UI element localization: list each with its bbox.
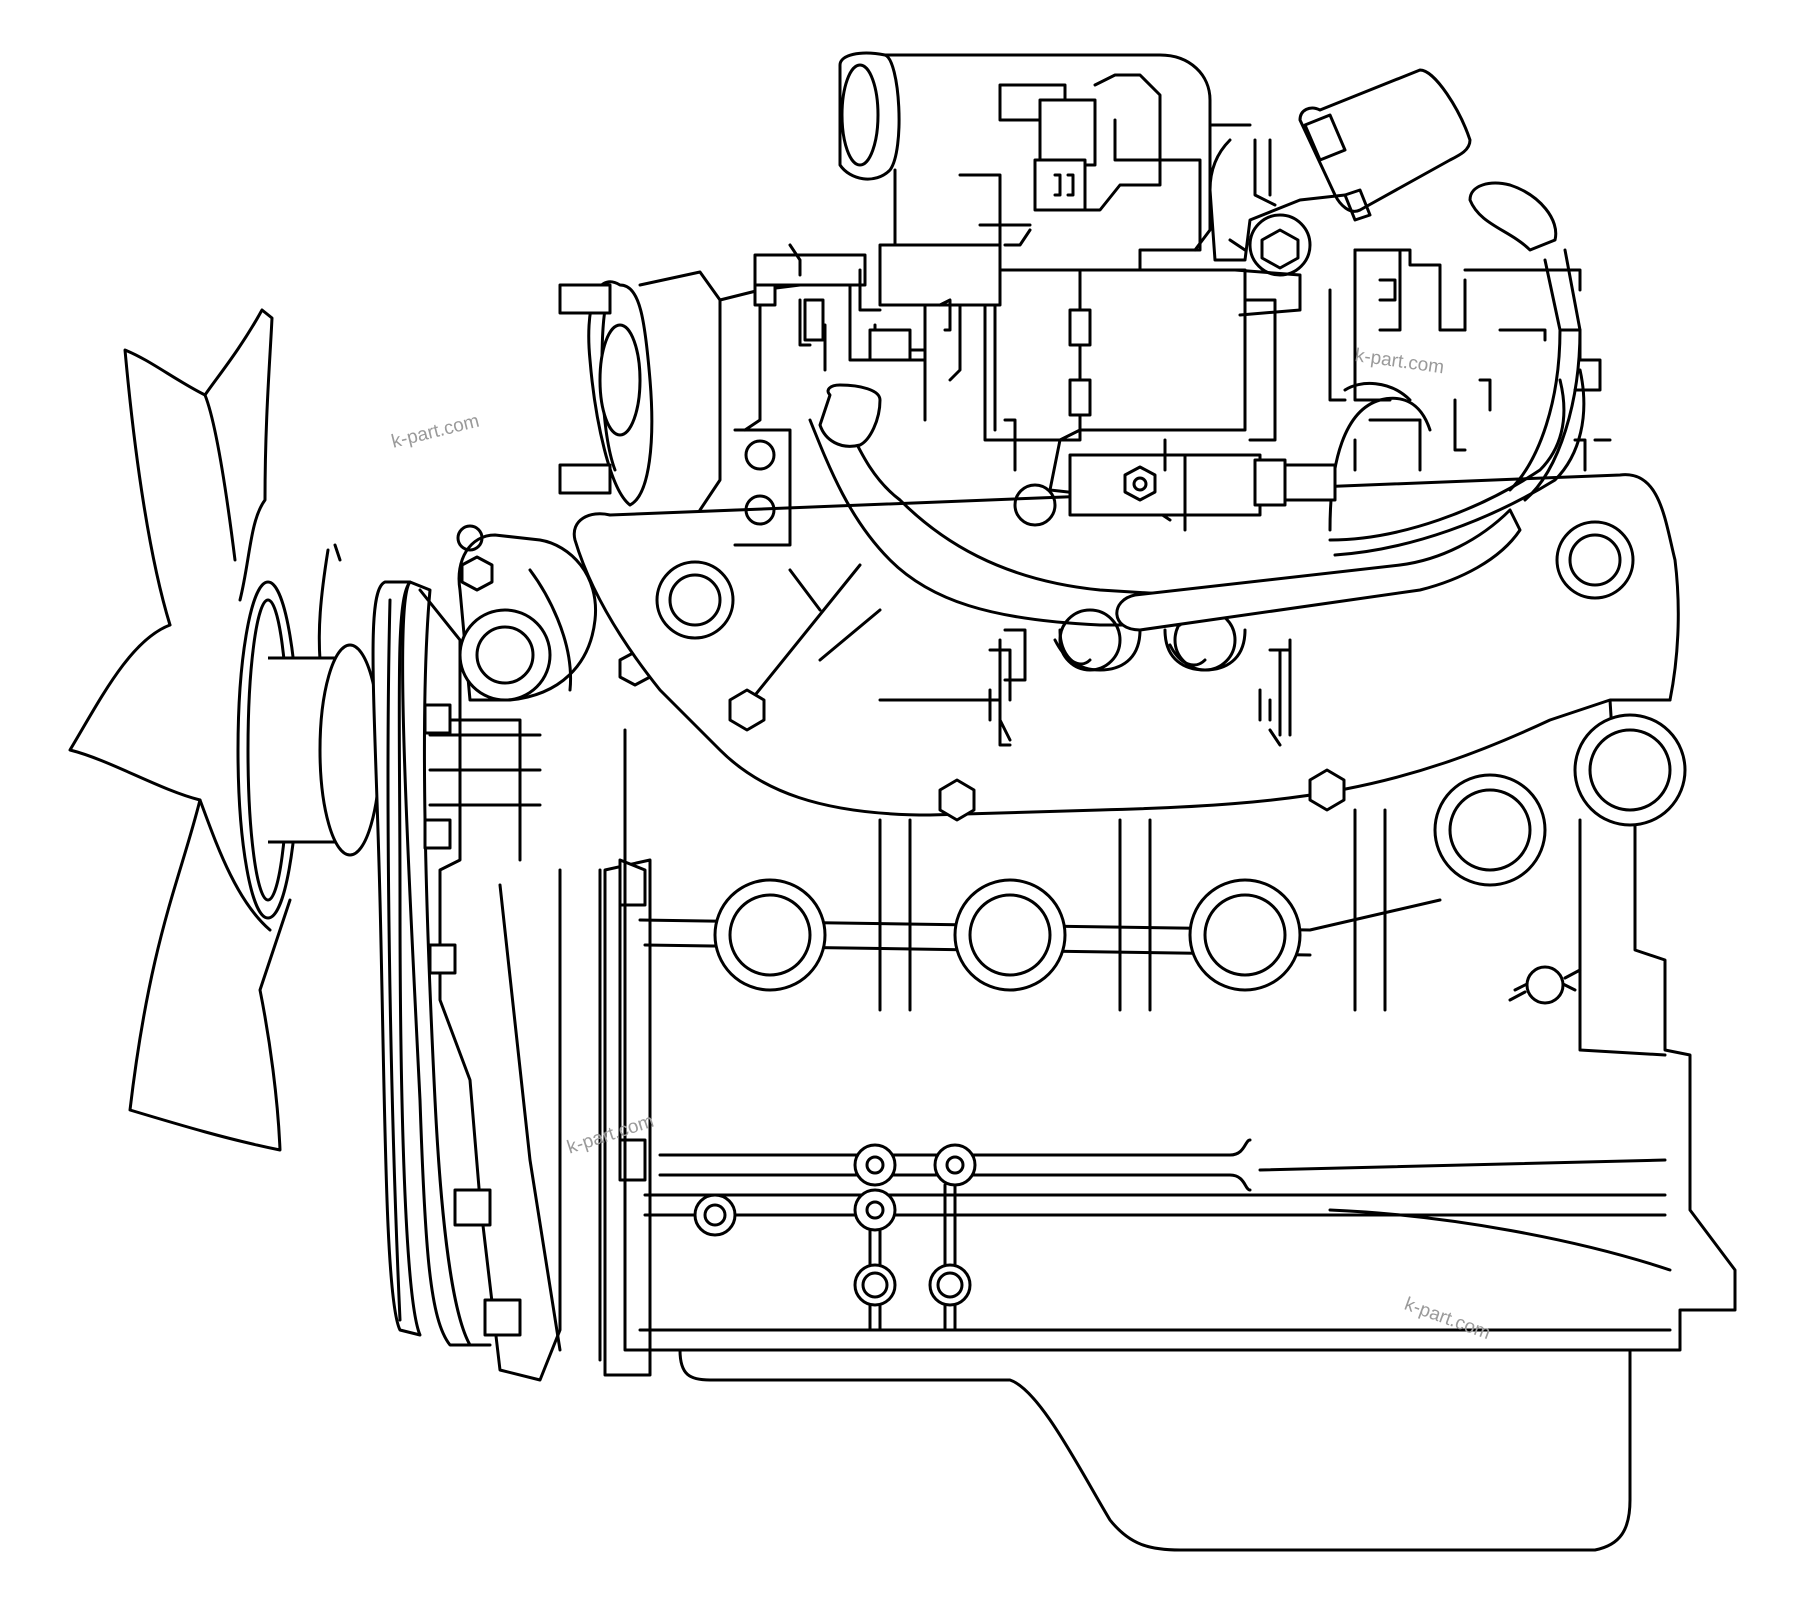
carburetor [838, 51, 1472, 527]
runner-pipes [808, 181, 1586, 632]
bolt-head [423, 703, 452, 735]
water-pump-boss [458, 608, 552, 702]
radiator-fan [68, 308, 382, 1152]
manifold-gaskets [998, 628, 1292, 747]
thermostat-housing [558, 270, 802, 547]
fan-pulley-boss [318, 643, 382, 857]
drain-cock [1525, 965, 1565, 1005]
engine-block [623, 698, 1737, 1352]
manifold-port-1 [655, 560, 735, 640]
throttle-position-sensor [1298, 68, 1472, 213]
intake-manifold [528, 473, 1680, 822]
timing-cover [418, 588, 602, 1382]
spark-plug-boot [1468, 181, 1558, 252]
nipple-lower [558, 463, 612, 495]
throttle-body [1078, 268, 1247, 432]
nipple-upper [558, 283, 612, 315]
manifold-port-2 [1555, 520, 1635, 600]
distributor-area [1328, 248, 1612, 472]
throttle-linkage [753, 223, 1187, 532]
hex-bolt [460, 555, 494, 592]
oil-pan [678, 1348, 1632, 1552]
air-inlet [838, 51, 901, 181]
crank-pulley [371, 580, 492, 1347]
